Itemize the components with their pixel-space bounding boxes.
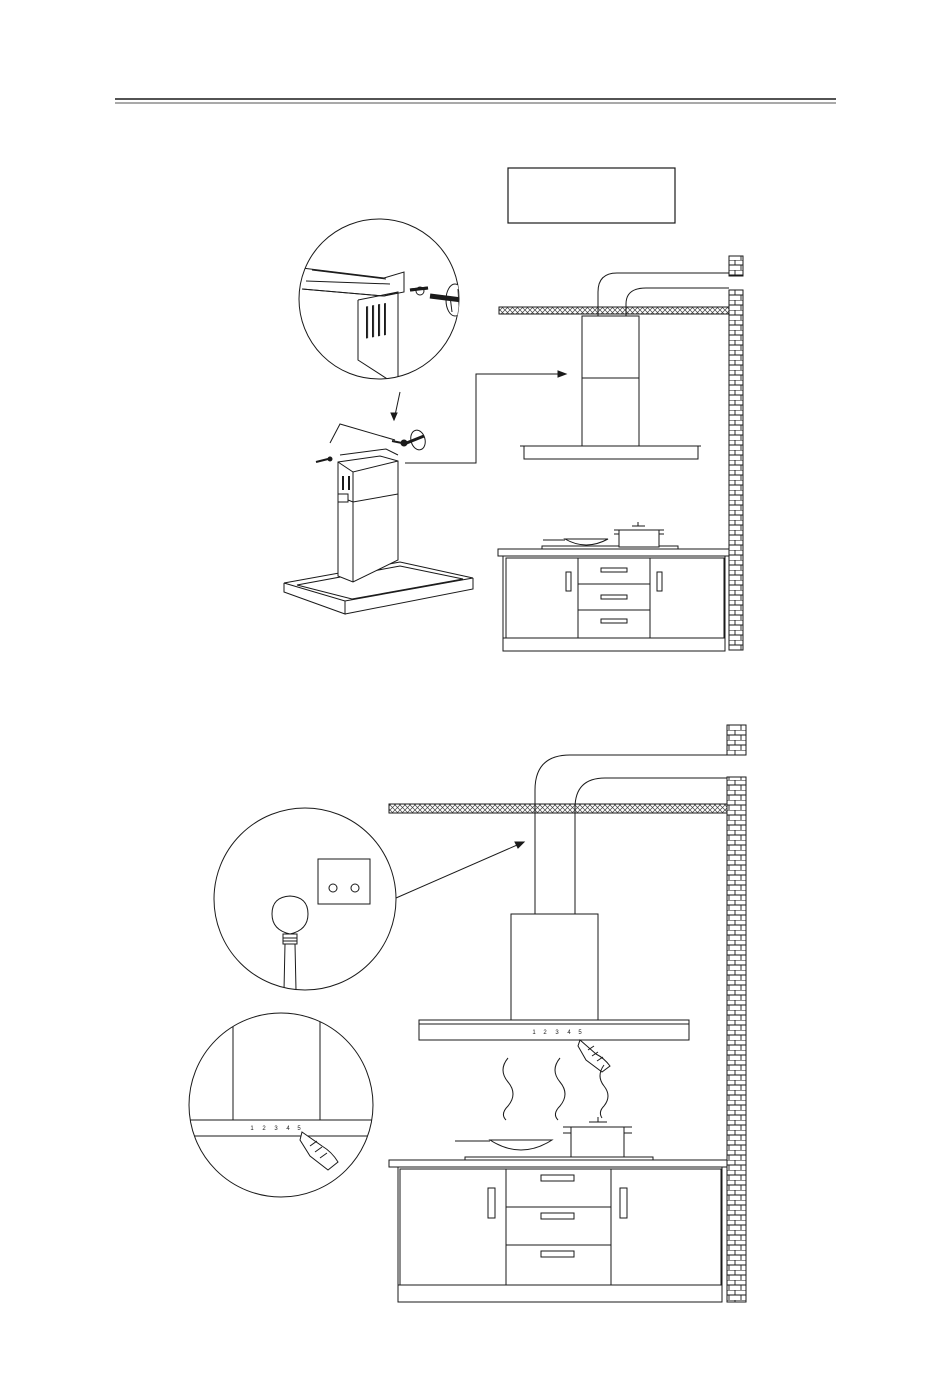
exhaust-duct bbox=[535, 755, 727, 914]
brick-wall-icon bbox=[727, 725, 746, 1302]
label-box bbox=[508, 168, 675, 223]
ceiling-slab bbox=[389, 804, 727, 813]
ceiling-slab bbox=[499, 307, 729, 314]
hand-pointer-icon bbox=[578, 1040, 610, 1072]
top-figure bbox=[284, 219, 743, 651]
chimney-fixing-detail bbox=[299, 219, 464, 382]
brick-wall-icon bbox=[729, 256, 743, 650]
chimney bbox=[582, 316, 639, 446]
kitchen-counter bbox=[498, 546, 729, 651]
control-button-detail: 1 2 3 4 5 bbox=[180, 1010, 380, 1197]
frying-pan-icon bbox=[455, 1140, 552, 1150]
wall-plug-icon bbox=[404, 429, 427, 452]
cooking-pot-icon bbox=[563, 1117, 632, 1157]
assembled-hood bbox=[284, 449, 473, 614]
hood-canopy bbox=[520, 446, 701, 459]
bottom-figure: 1 2 3 4 5 bbox=[180, 725, 746, 1302]
hood-body: 1 2 3 4 5 bbox=[419, 914, 689, 1040]
plug-socket-detail bbox=[214, 808, 396, 990]
frying-pan-icon bbox=[543, 539, 608, 545]
header-rule bbox=[115, 99, 836, 103]
pointer-line bbox=[396, 842, 524, 898]
detail-pointer-arrow bbox=[391, 413, 397, 420]
screw-icon bbox=[410, 288, 428, 290]
screw-icon bbox=[316, 424, 407, 462]
socket-icon bbox=[318, 859, 370, 904]
cooking-pot-icon bbox=[614, 522, 664, 547]
kitchen-counter bbox=[389, 1157, 727, 1302]
steam-icon bbox=[503, 1058, 608, 1120]
